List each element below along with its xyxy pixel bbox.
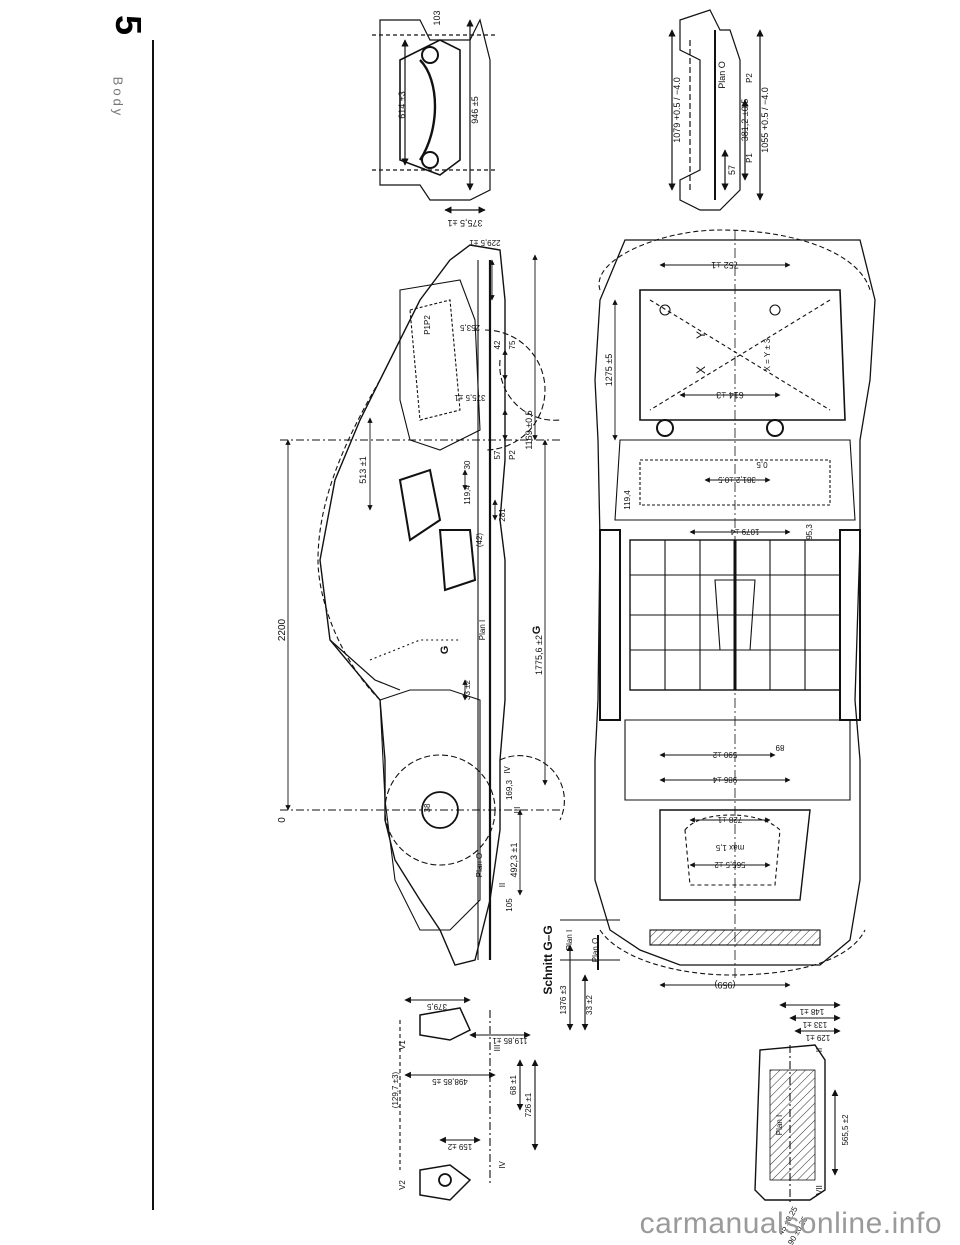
section-gg-plan-i: Plan I <box>565 930 574 950</box>
dim-1079-plan: 1079 ±4 <box>730 527 759 536</box>
front-detail <box>399 996 539 1201</box>
dim-2535: 253,5 <box>459 323 480 332</box>
dim-1593: 159 ±2 <box>447 1142 472 1151</box>
dim-229: 229,5 ±1 <box>469 238 501 247</box>
dim-1194-side: 119,4 <box>463 485 472 505</box>
dim-281: 281 <box>498 508 507 522</box>
dim-30: 30 <box>463 460 472 469</box>
label-v2: V2 <box>398 1180 407 1190</box>
dim-68: 68 ±1 <box>509 1074 518 1095</box>
section-gg-title: Schnitt G–G <box>541 925 555 994</box>
plan-iv-side: IV <box>503 766 512 774</box>
dim-946: 946 ±5 <box>470 96 480 123</box>
plan-view-dimensions <box>612 262 791 988</box>
dim-1055-end: 1055 +0.5 / −4.0 <box>760 87 770 153</box>
label-p2-side: P2 <box>508 450 517 460</box>
plan-iii-side: III <box>513 807 522 814</box>
dim-42: 42 <box>493 340 502 349</box>
dim-57-side: 57 <box>493 450 502 459</box>
dim-42-paren: (42) <box>475 533 484 548</box>
dim-986: 986 ±4 <box>712 775 737 784</box>
dim-614-rear: 614 ±3 <box>397 91 407 118</box>
rear-end-detail <box>372 18 495 214</box>
watermark: carmanualsonline.info <box>639 1207 942 1240</box>
dim-148: 148 ±1 <box>799 1007 824 1016</box>
dim-89: 89 <box>775 743 784 752</box>
dim-38: 38 <box>423 803 432 812</box>
label-p1-end: P1 <box>745 153 754 163</box>
section-gg-plan-o: Plan O <box>591 938 600 962</box>
label-x: X <box>694 366 708 374</box>
plan-o-end: Plan O <box>717 61 727 89</box>
plan-o-side: Plan O <box>475 853 484 877</box>
margin-rule <box>152 40 154 1210</box>
dim-103: 103 <box>432 10 442 25</box>
dim-49885: 498,85 ±5 <box>432 1077 468 1086</box>
dim-max15: max 1,5 <box>715 843 744 852</box>
dim-1775: 1775,6 ±2 <box>534 635 544 675</box>
plan-vii-br: VII <box>815 1185 824 1195</box>
plan-iii-front: III <box>493 1045 502 1052</box>
dim-726: 726 ±1 <box>524 1092 533 1117</box>
dim-3795: 379,5 <box>426 1002 447 1011</box>
cut-mark-g: G <box>439 646 451 655</box>
dim-75: 75 <box>508 340 517 349</box>
dim-33-side: 33 ±2 <box>463 679 472 700</box>
plan-view-underbody <box>594 229 876 980</box>
dim-381-end: 381,2 ±0.5 <box>740 99 750 141</box>
side-view-elevation <box>317 244 565 966</box>
cross-member-detail <box>754 1001 841 1205</box>
dim-752: 752 ±1 <box>711 260 738 270</box>
plan-i-side: Plan I <box>478 620 487 640</box>
dim-728: 728 ±1 <box>717 815 742 824</box>
section-g-g <box>560 919 620 1031</box>
plan-ii-br: II <box>815 1048 824 1052</box>
dim-1376: 1376 ±3 <box>559 985 568 1014</box>
plan-iv-front: IV <box>498 1161 507 1169</box>
dim-133: 133 ±1 <box>802 1020 827 1029</box>
dim-1194-plan: 119,4 <box>623 490 632 510</box>
dim-513: 513 ±1 <box>358 456 368 483</box>
dim-05-plan: 0,5 <box>756 460 768 469</box>
dim-5655-br: 565,5 ±2 <box>841 1114 850 1146</box>
dim-zero: 0 <box>277 817 288 823</box>
dim-1079-end: 1079 +0.5 / −4.0 <box>672 77 682 143</box>
dim-375-top: 375,5 ±1 <box>448 218 483 228</box>
dim-11985: 119,85 ±1 <box>492 1036 527 1045</box>
dim-x-eq-y: X = Y ± 3 <box>763 338 772 371</box>
dim-1693: 169,3 <box>505 779 514 800</box>
dim-614-plan: 614 ±3 <box>716 390 743 400</box>
dim-129: 129 ±1 <box>805 1033 830 1042</box>
dim-375-side: 375,5 ±1 <box>454 393 486 402</box>
label-p2-end: P2 <box>745 73 754 83</box>
cut-mark-g2: G <box>531 626 543 635</box>
dim-590: 590 ±2 <box>712 750 737 759</box>
dim-953: 95,3 <box>805 524 814 540</box>
dim-959: (959) <box>714 980 735 990</box>
dim-105: 105 <box>505 898 514 912</box>
dim-1169: 1169 ±0.5 <box>524 410 534 449</box>
side-view-dimensions <box>280 254 560 896</box>
label-y: Y <box>694 331 708 339</box>
label-v1: V1 <box>398 1040 407 1050</box>
dim-5655-plan: 565,5 ±2 <box>714 860 746 869</box>
dim-381-plan: 381,2 ±0.5 <box>718 475 756 484</box>
label-p1p2-side: P1P2 <box>423 315 432 335</box>
end-view <box>668 9 764 211</box>
dim-1297: (129,7 ±3) <box>391 1071 400 1108</box>
plan-ii-side: II <box>498 883 507 887</box>
dim-1275: 1275 ±5 <box>604 354 614 386</box>
dim-2200: 2200 <box>277 618 288 641</box>
plan-i-br: Plan I <box>775 1115 784 1135</box>
dim-33-gg: 33 ±2 <box>585 994 594 1015</box>
dim-4923: 492,3 ±1 <box>509 843 519 878</box>
dim-57-end: 57 <box>727 165 737 175</box>
